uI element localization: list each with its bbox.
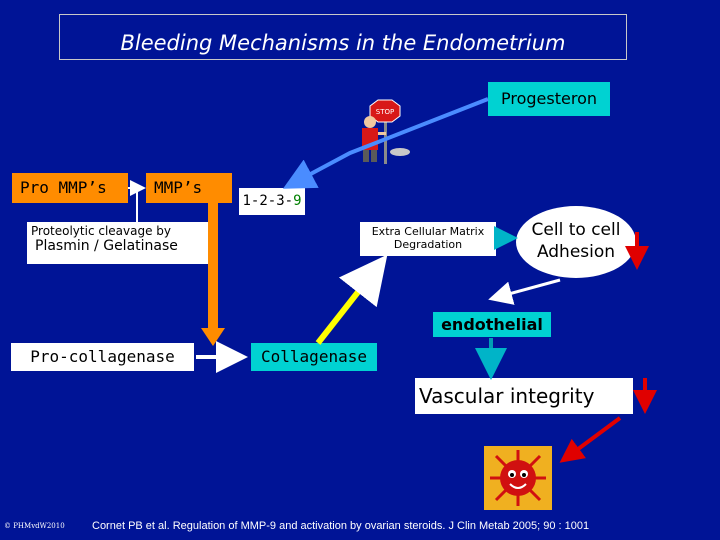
mmp-code-prefix: 1-2-3- <box>242 193 294 209</box>
progesteron-box: Progesteron <box>488 82 610 116</box>
ecm-line-1: Extra Cellular Matrix <box>371 225 485 238</box>
copyright-text: © PHMvdW2010 <box>4 522 65 530</box>
citation-text: Cornet PB et al. Regulation of MMP-9 and… <box>92 520 590 532</box>
endothelial-box: endothelial <box>433 312 551 337</box>
ecm-line-2: Degradation <box>393 238 463 251</box>
pro-collagenase-box: Pro-collagenase <box>11 343 194 371</box>
proteolytic-cleavage-box: Proteolytic cleavage by Plasmin / Gelati… <box>27 222 208 264</box>
vascular-to-microbe-arrow <box>559 416 622 463</box>
cell-line-2: Adhesion <box>536 242 616 262</box>
stop-sign-figure-icon: STOP <box>362 99 410 164</box>
page-title: Bleeding Mechanisms in the Endometrium <box>120 31 566 55</box>
mmp-code-suffix: 9 <box>293 193 302 209</box>
cell-to-endothelial-arrow <box>488 278 561 305</box>
title-box: Bleeding Mechanisms in the Endometrium <box>59 14 627 60</box>
cell-line-1: Cell to cell <box>531 220 621 240</box>
cleavage-line-1: Proteolytic cleavage by <box>31 224 172 238</box>
mmp-orange-arrowhead <box>201 328 225 346</box>
mmp-down-orange-arrow <box>208 185 230 332</box>
collagenase-box: Collagenase <box>251 343 377 371</box>
vascular-integrity-box: Vascular integrity <box>415 378 633 414</box>
progesteron-arrow <box>282 97 489 189</box>
mmp-code-box: 1-2-3-9 <box>239 188 305 215</box>
collagenase-to-ecm-arrow <box>315 254 388 345</box>
cell-adhesion-ellipse: Cell to cell Adhesion <box>516 206 636 278</box>
stop-sign-text: STOP <box>376 108 394 116</box>
ecm-degradation-box: Extra Cellular Matrix Degradation <box>360 222 496 256</box>
microbe-icon <box>484 446 552 510</box>
pro-mmps-box: Pro MMP’s <box>12 173 128 203</box>
cleavage-line-2: Plasmin / Gelatinase <box>35 238 178 254</box>
